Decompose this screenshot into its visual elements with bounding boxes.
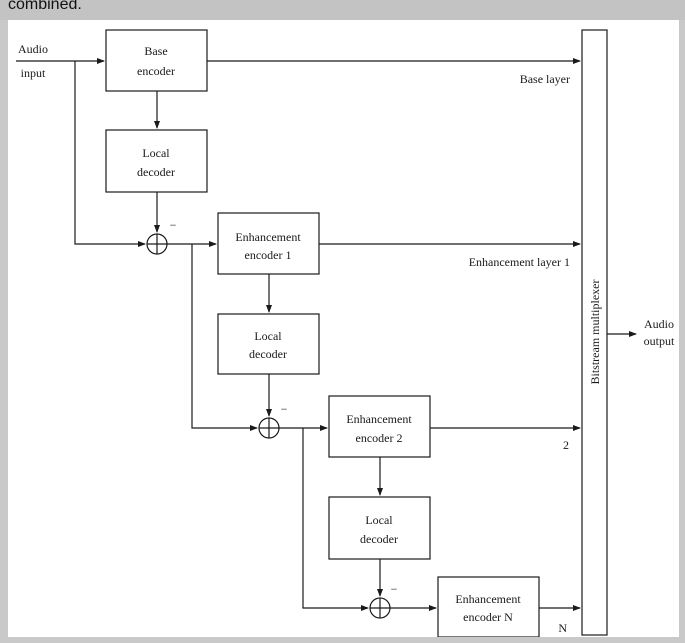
local-decoder-3-label-line2: decoder — [360, 532, 398, 546]
caption-strip: combined. — [0, 0, 685, 20]
enhancement-encoder-2-label-line2: encoder 2 — [356, 431, 403, 445]
local-decoder-1-label-line1: Local — [142, 146, 170, 160]
local-decoder-1-label-line2: decoder — [137, 165, 175, 179]
sum-junction-2 — [258, 417, 280, 439]
minus-sign-3: − — [391, 582, 398, 596]
local-decoder-3-box — [328, 496, 431, 560]
enhancement-encoder-1-label-line2: encoder 1 — [245, 248, 292, 262]
enhancement-encoder-n-label-line1: Enhancement — [455, 592, 521, 606]
sum2-tap-wire — [302, 428, 369, 611]
local-decoder-1-box — [105, 129, 208, 193]
layer-2-label: 2 — [563, 438, 569, 452]
sum-junction-1 — [146, 233, 168, 255]
enhancement-encoder-1-label-line1: Enhancement — [235, 230, 301, 244]
local-decoder-2-label-line2: decoder — [249, 347, 287, 361]
base-layer-label: Base layer — [520, 72, 570, 86]
base-encoder-label-line1: Base — [144, 44, 167, 58]
input-tap-wire — [74, 61, 146, 247]
local-decoder-2-label-line1: Local — [254, 329, 282, 343]
base-encoder-box — [105, 29, 208, 92]
enhancement-encoder-n-box — [437, 576, 540, 637]
audio-input-label-line1: Audio — [18, 42, 48, 56]
layered-coding-diagram: Audio input Base encoder Local decoder E… — [16, 29, 675, 637]
local-decoder-3-label-line1: Local — [365, 513, 393, 527]
enhancement-encoder-1-box — [217, 212, 320, 275]
bitstream-multiplexer-label: Bitstream multiplexer — [588, 280, 602, 385]
enhancement-layer-1-label: Enhancement layer 1 — [469, 255, 570, 269]
minus-sign-1: − — [170, 218, 177, 232]
audio-output-label-line1: Audio — [644, 317, 674, 331]
base-encoder-label-line2: encoder — [137, 64, 175, 78]
caption-text: combined. — [8, 0, 82, 13]
enhancement-encoder-2-box — [328, 395, 431, 458]
layer-n-label: N — [558, 621, 567, 635]
enhancement-encoder-n-label-line2: encoder N — [463, 610, 513, 624]
diagram-panel: Audio input Base encoder Local decoder E… — [8, 20, 679, 637]
sum-junction-3 — [369, 597, 391, 619]
minus-sign-2: − — [281, 402, 288, 416]
local-decoder-2-box — [217, 313, 320, 375]
sum1-tap-wire — [191, 244, 258, 431]
enhancement-encoder-2-label-line1: Enhancement — [346, 412, 412, 426]
audio-output-label-line2: output — [644, 334, 675, 348]
audio-input-label-line2: input — [21, 66, 46, 80]
bitstream-multiplexer-box — [581, 29, 608, 636]
